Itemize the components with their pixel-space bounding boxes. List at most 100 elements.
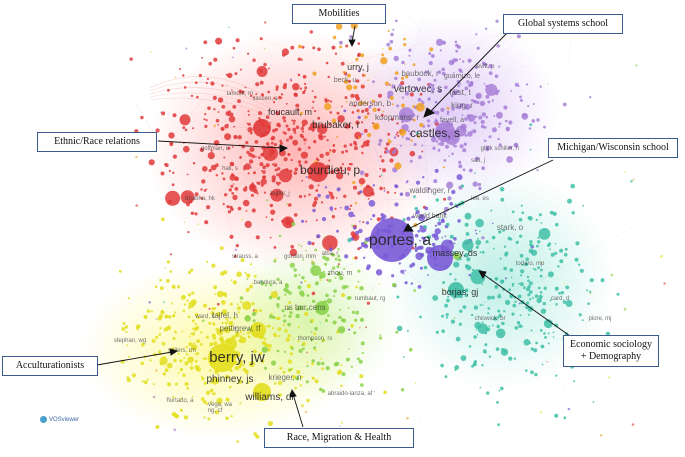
- network-node: [408, 48, 412, 52]
- network-edge: [411, 19, 424, 61]
- network-node: [464, 212, 472, 220]
- network-node: [319, 387, 323, 392]
- network-node: [359, 327, 361, 329]
- network-node: [301, 170, 304, 173]
- network-node: [403, 37, 406, 41]
- network-node: [498, 122, 502, 126]
- network-node: [125, 330, 128, 334]
- network-node: [221, 321, 224, 325]
- network-node: [357, 115, 361, 120]
- network-node: [441, 329, 446, 334]
- network-node: [286, 202, 289, 205]
- network-node: [272, 316, 276, 319]
- network-node: [500, 279, 505, 283]
- network-node: [495, 347, 500, 351]
- network-node: [212, 322, 216, 326]
- network-node: [251, 208, 256, 213]
- network-node: [485, 94, 490, 99]
- network-node: [464, 293, 468, 298]
- network-node: [228, 188, 232, 192]
- network-node: [232, 280, 237, 285]
- network-node: [270, 135, 276, 141]
- network-node: [511, 210, 515, 214]
- network-node: [250, 193, 254, 197]
- network-node: [428, 61, 433, 66]
- network-node: [172, 154, 177, 159]
- network-node: [389, 39, 394, 44]
- network-node: [180, 397, 183, 400]
- network-node: [372, 184, 376, 187]
- network-node: [300, 281, 303, 284]
- network-node: [488, 325, 491, 328]
- network-node: [336, 187, 341, 192]
- vosviewer-logo-text: VOSviewer: [49, 416, 80, 423]
- network-node: [498, 313, 502, 317]
- network-node: [179, 359, 183, 363]
- network-node: [400, 81, 405, 86]
- network-node: [189, 366, 194, 370]
- network-node: [517, 85, 520, 87]
- network-node: [417, 285, 422, 289]
- network-node: [472, 181, 478, 187]
- network-node: [324, 186, 328, 189]
- network-node: [290, 245, 295, 249]
- network-node: [155, 369, 158, 372]
- network-node: [474, 229, 477, 232]
- network-node: [485, 240, 489, 244]
- network-node: [340, 318, 345, 322]
- network-node: [435, 330, 439, 334]
- network-node: [519, 314, 522, 317]
- network-node: [140, 361, 144, 366]
- network-node: [269, 203, 274, 208]
- network-node: [386, 191, 390, 194]
- network-edge: [174, 349, 182, 401]
- network-node: [239, 402, 242, 405]
- network-node: [543, 125, 546, 129]
- network-node: [234, 248, 238, 252]
- network-node: [557, 265, 560, 268]
- node-label: zhou, m: [328, 270, 353, 277]
- network-node: [203, 400, 207, 404]
- network-node: [372, 122, 380, 130]
- network-node: [483, 83, 486, 85]
- node-label: todaro, mp: [516, 261, 545, 267]
- network-node: [155, 128, 160, 133]
- network-node: [300, 58, 303, 61]
- network-node: [480, 124, 485, 129]
- network-node: [302, 259, 305, 261]
- network-node: [518, 302, 521, 305]
- network-node: [305, 176, 308, 178]
- network-node: [177, 352, 180, 355]
- network-node: [460, 355, 467, 361]
- network-node: [540, 344, 545, 349]
- network-node: [436, 38, 444, 47]
- network-node: [259, 351, 263, 355]
- network-edge: [310, 268, 337, 292]
- network-node: [516, 34, 521, 39]
- network-node: [467, 58, 472, 63]
- network-node: [444, 235, 447, 238]
- network-node: [389, 158, 394, 163]
- network-node: [472, 99, 477, 104]
- network-node: [616, 292, 620, 296]
- network-node: [359, 190, 363, 194]
- node-label: guarnizo, le: [444, 73, 480, 80]
- cluster-halo-green: [220, 240, 400, 400]
- network-node: [377, 142, 382, 146]
- network-edge: [283, 279, 341, 315]
- network-node: [329, 150, 332, 153]
- network-node: [288, 203, 292, 207]
- network-node: [378, 336, 383, 340]
- network-node: [519, 234, 523, 238]
- network-node: [530, 329, 533, 332]
- network-node: [421, 144, 424, 147]
- network-node: [287, 127, 291, 132]
- network-node: [173, 358, 177, 363]
- network-node: [346, 296, 351, 300]
- network-node: [439, 141, 445, 147]
- network-node: [426, 119, 431, 123]
- network-node: [213, 341, 218, 346]
- network-node: [304, 86, 308, 90]
- network-node: [273, 382, 277, 385]
- network-node: [348, 79, 351, 83]
